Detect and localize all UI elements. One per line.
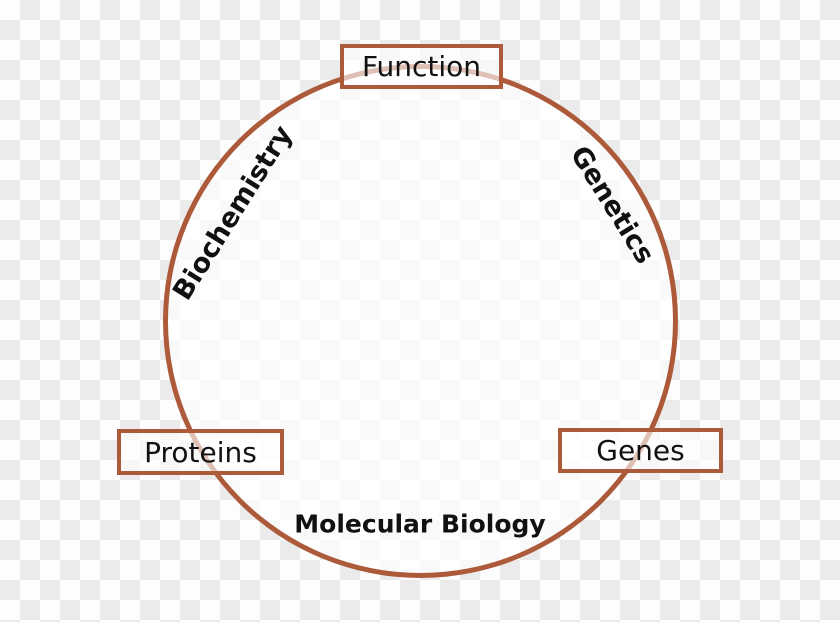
node-genes-label: Genes xyxy=(596,434,685,467)
node-function-label: Function xyxy=(361,50,482,83)
cycle-circle xyxy=(163,64,678,578)
node-proteins: Proteins xyxy=(117,429,284,475)
node-function: Function xyxy=(340,44,503,89)
node-genes: Genes xyxy=(558,428,723,473)
diagram-title: Molecular Biology xyxy=(294,509,546,539)
node-proteins-label: Proteins xyxy=(144,435,257,469)
